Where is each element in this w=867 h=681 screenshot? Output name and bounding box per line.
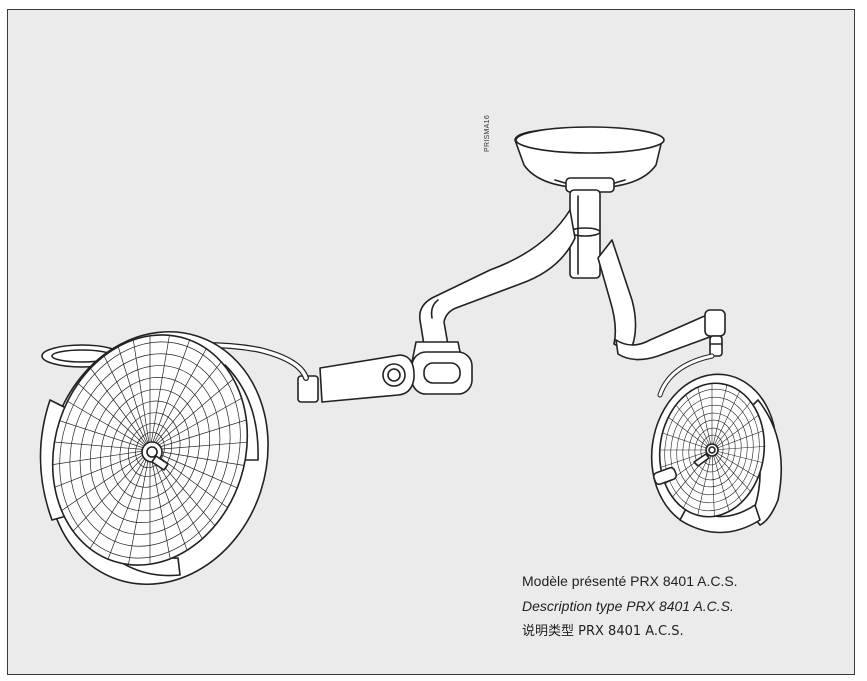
small-lamp-head (650, 373, 783, 534)
caption-line-fr: Modèle présenté PRX 8401 A.C.S. (522, 573, 738, 589)
caption-line-zh: 说明类型 PRX 8401 A.C.S. (522, 624, 684, 639)
figure-caption: Modèle présenté PRX 8401 A.C.S. Descript… (522, 569, 738, 644)
left-arm-joint (297, 351, 473, 403)
big-lamp-head (29, 317, 276, 591)
ceiling-mount (514, 126, 665, 193)
small-lamp-yoke (657, 353, 715, 398)
left-suspension-arm (411, 209, 576, 363)
reference-code-label: PRISMA16 (484, 114, 491, 152)
central-column (569, 189, 601, 279)
caption-line-en: Description type PRX 8401 A.C.S. (522, 598, 734, 614)
right-suspension-arm (597, 239, 726, 361)
big-lamp-reflector-grid (29, 317, 276, 591)
